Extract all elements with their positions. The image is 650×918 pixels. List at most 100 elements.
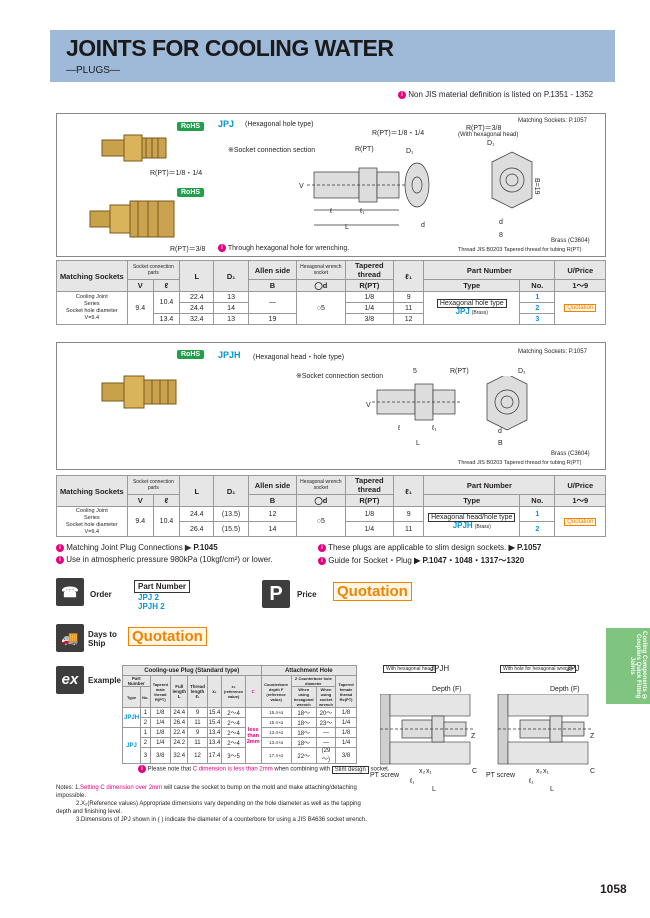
rpt-dim-label: R(PT) xyxy=(355,146,374,153)
page-subtitle: —PLUGS— xyxy=(66,65,120,76)
th-taper: Tapered thread xyxy=(344,475,395,495)
th-d: ◯d xyxy=(296,494,346,507)
cell: 13 xyxy=(213,313,249,325)
rohs-badge: RoHS xyxy=(177,188,205,197)
cell: 15.4+α xyxy=(260,717,292,728)
cell: 3 xyxy=(140,747,151,764)
price-label: Price xyxy=(297,590,317,599)
right-l1: ℓ₁ xyxy=(529,778,534,785)
cell: 32.4 xyxy=(179,313,215,325)
th-matching: Matching Sockets xyxy=(56,260,128,292)
left-L: L xyxy=(432,786,436,793)
right-diagram-tag: With hole for hexagonal wrench xyxy=(500,665,577,673)
cell: 1/8 xyxy=(344,291,395,303)
jpjh-matching: Matching Sockets: P.1057 xyxy=(518,349,587,355)
page-number: 1058 xyxy=(600,882,627,896)
cell-d: ○5 xyxy=(296,291,346,325)
dim-rpt: R(PT) xyxy=(450,368,469,375)
info-icon: i xyxy=(56,543,64,552)
cell: 14 xyxy=(247,521,298,537)
cell: (13.5) xyxy=(213,506,249,522)
jpj-drawing xyxy=(307,151,533,226)
example-note: i Please note that C dimension is less t… xyxy=(138,765,390,774)
th-D1: D₁ xyxy=(213,260,249,292)
right-depth: Depth (F) xyxy=(550,686,580,693)
cell: 22.4 xyxy=(170,727,189,738)
socket-section-label: ※Socket connection section xyxy=(296,373,384,380)
cell-no: 1 xyxy=(519,291,556,303)
cell: 2 xyxy=(140,717,151,728)
th-full-length: Full length L xyxy=(170,675,189,708)
type-box: Hexagonal head/hole type xyxy=(428,512,516,522)
cell: 3/8 xyxy=(344,313,395,325)
cell: 9 xyxy=(393,506,425,522)
rpt-large-label: R(PT)＝3/8 xyxy=(170,246,206,253)
side-tab[interactable]: Cooling Components ① Couplers Quick Fitt… xyxy=(606,628,650,704)
cell: 20～ xyxy=(315,707,337,718)
ref-1: i Matching Joint Plug Connections ▶ P.10… xyxy=(56,543,218,552)
left-z: Z xyxy=(471,733,476,740)
dim-L: L xyxy=(345,224,349,231)
cell: 11 xyxy=(187,737,208,748)
th-pn: Part Number xyxy=(423,260,556,280)
example-table: Cooling-use Plug (Standard type) Attachm… xyxy=(121,665,358,764)
dim-8: 8 xyxy=(499,232,503,239)
cell: 1/4 xyxy=(335,717,357,728)
th-l: ℓ xyxy=(152,494,181,507)
dim-l1: ℓ₁ xyxy=(360,208,365,215)
order-label: Order xyxy=(90,590,112,599)
cell: 1/4 xyxy=(344,302,395,314)
th-ex-h2: Attachment Hole xyxy=(260,665,358,676)
cell: 2～4 xyxy=(221,727,246,738)
th-type: Type xyxy=(423,494,521,507)
page-title: JOINTS FOR COOLING WATER xyxy=(66,35,394,61)
cell: 2 xyxy=(140,737,151,748)
dim-l1: ℓ₁ xyxy=(432,425,437,432)
cell: 1 xyxy=(140,727,151,738)
cell: (29～) xyxy=(315,747,337,764)
info-icon: i xyxy=(138,765,146,773)
right-x2: x₂ xyxy=(536,768,543,775)
cell: 12 xyxy=(187,747,208,764)
mounting-diagrams xyxy=(380,694,593,765)
th-scp: Socket connection parts xyxy=(126,260,181,280)
dim-5: 5 xyxy=(413,368,417,375)
cell: 22.4 xyxy=(179,291,215,303)
left-diagram-tag: With hexagonal head xyxy=(383,665,436,673)
cell: — xyxy=(315,727,337,738)
th-x1: x₁ xyxy=(206,675,223,708)
info-icon: i xyxy=(398,90,406,99)
cell: 2～4 xyxy=(221,737,246,748)
th-range: 1～9 xyxy=(554,279,606,292)
phone-icon: ☎ xyxy=(56,578,84,606)
ref-3: i These plugs are applicable to slim des… xyxy=(318,543,541,552)
th-rc: Tapered female thread Rc(PT) xyxy=(335,675,357,708)
material-label: Brass (C3604) xyxy=(551,238,590,244)
rohs-badge: RoHS xyxy=(177,122,205,131)
jpjh-drawing xyxy=(372,376,528,431)
price-quotation: Quotation xyxy=(333,582,412,601)
top-note: i Non JIS material definition is listed … xyxy=(398,90,593,99)
cell: 1/4 xyxy=(335,737,357,748)
cell: 17.4 xyxy=(206,747,223,764)
th-socket-wrench: When using socket wrench xyxy=(315,686,337,708)
left-depth: Depth (F) xyxy=(432,686,462,693)
order-pn-2: JPJH 2 xyxy=(138,602,165,611)
dim-d: d xyxy=(498,428,502,435)
th-type: Type xyxy=(423,279,521,292)
dim-l: ℓ xyxy=(330,208,333,215)
dim-d1: D₁ xyxy=(518,368,526,375)
th-no: No. xyxy=(519,494,556,507)
jpj-spec-table: Matching Sockets Socket connection parts… xyxy=(56,260,606,325)
b19-label: B=19 xyxy=(533,178,540,195)
right-z: Z xyxy=(590,733,595,740)
days-quotation: Quotation xyxy=(128,627,207,646)
left-diagram-code: JPJH xyxy=(430,664,450,673)
left-l1: ℓ₁ xyxy=(410,778,415,785)
type-code: JPJ xyxy=(455,307,470,316)
cell: 18～ xyxy=(290,707,317,718)
left-x2: x₂ xyxy=(419,768,426,775)
